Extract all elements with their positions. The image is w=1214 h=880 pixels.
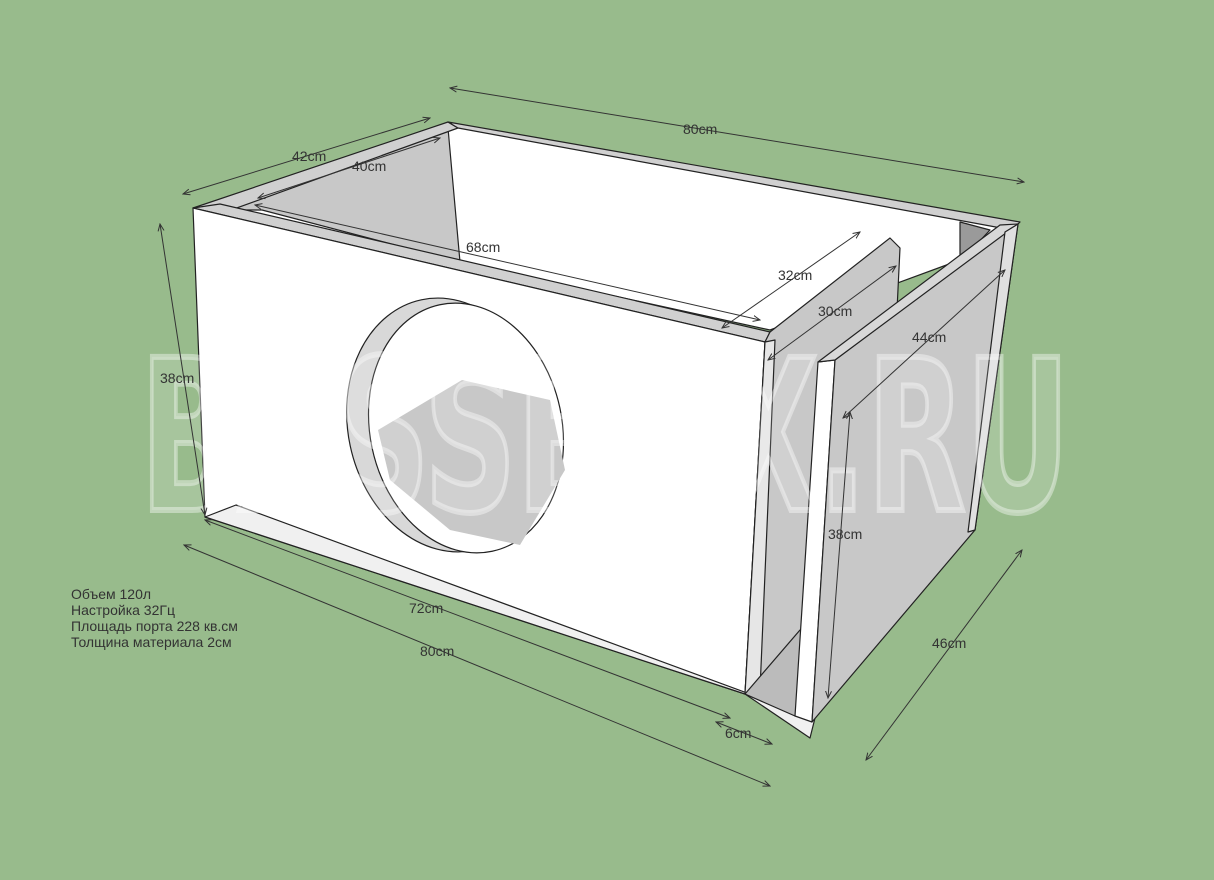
dim-port-outer: 32cm: [778, 267, 812, 283]
dim-port-inner: 30cm: [818, 303, 852, 319]
dim-bottom-outer: 80cm: [420, 643, 454, 659]
spec-tuning: Настройка 32Гц: [71, 602, 175, 618]
dim-side-outer: 42cm: [292, 148, 326, 164]
dim-top-length: 80cm: [683, 121, 717, 137]
specs-block: Объем 120л Настройка 32Гц Площадь порта …: [71, 586, 238, 650]
spec-volume: Объем 120л: [71, 586, 152, 602]
dim-side-inner: 40cm: [352, 158, 386, 174]
dim-inner-length: 68cm: [466, 239, 500, 255]
dim-bottom-inner: 72cm: [409, 600, 443, 616]
spec-thickness: Толщина материала 2см: [71, 634, 232, 650]
spec-port-area: Площадь порта 228 кв.см: [71, 618, 238, 634]
speaker-hole-interior: [378, 380, 565, 545]
watermark: BASSBOX.RU: [140, 315, 1070, 560]
dim-height: 38cm: [160, 370, 194, 386]
dim-port-width: 6cm: [725, 725, 751, 741]
dim-depth: 46cm: [932, 635, 966, 651]
dim-side-height: 44cm: [912, 329, 946, 345]
dim-port-height: 38cm: [828, 526, 862, 542]
